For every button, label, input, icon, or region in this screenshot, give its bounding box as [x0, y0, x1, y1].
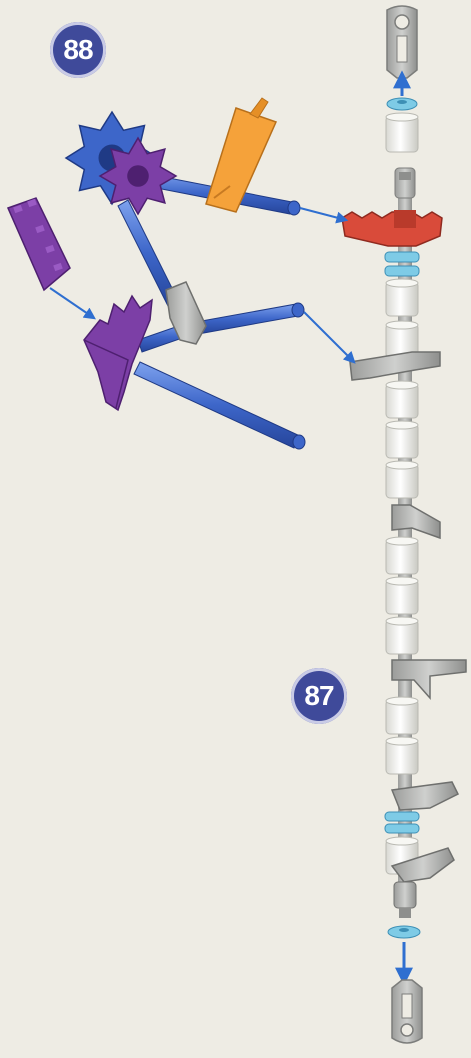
blue-rod — [134, 362, 305, 449]
white-spacer — [386, 577, 418, 614]
arrow-icon — [304, 312, 354, 362]
light-blue-spacer — [385, 812, 419, 821]
orange-connector — [206, 98, 276, 212]
light-blue-spacer — [387, 98, 417, 110]
white-spacer — [386, 537, 418, 574]
rod-bottom-end — [394, 882, 416, 918]
white-spacer — [386, 617, 418, 654]
white-spacer — [386, 113, 418, 152]
gray-connector-1 — [350, 352, 440, 380]
bottom-end-connector — [392, 980, 422, 1043]
white-spacer — [386, 737, 418, 774]
red-connector — [342, 210, 442, 246]
white-spacer — [386, 381, 418, 418]
arrow-icon — [300, 208, 346, 220]
white-spacer — [386, 461, 418, 498]
arm-subassembly — [8, 98, 354, 449]
white-spacer — [386, 279, 418, 316]
purple-connector — [8, 198, 70, 290]
top-end-connector — [387, 6, 417, 78]
rod-tip — [395, 168, 415, 198]
arrow-icon — [50, 288, 94, 318]
vertical-rod-assembly — [342, 6, 466, 1043]
step-number-87: 87 — [291, 668, 347, 724]
blue-rod — [196, 303, 304, 334]
white-spacer — [386, 697, 418, 734]
light-blue-spacer — [388, 926, 420, 938]
step-number-88: 88 — [50, 22, 106, 78]
purple-half-wheel-connector — [84, 296, 152, 410]
purple-wheel-connector — [100, 138, 176, 214]
light-blue-spacer — [385, 824, 419, 833]
white-spacer — [386, 421, 418, 458]
